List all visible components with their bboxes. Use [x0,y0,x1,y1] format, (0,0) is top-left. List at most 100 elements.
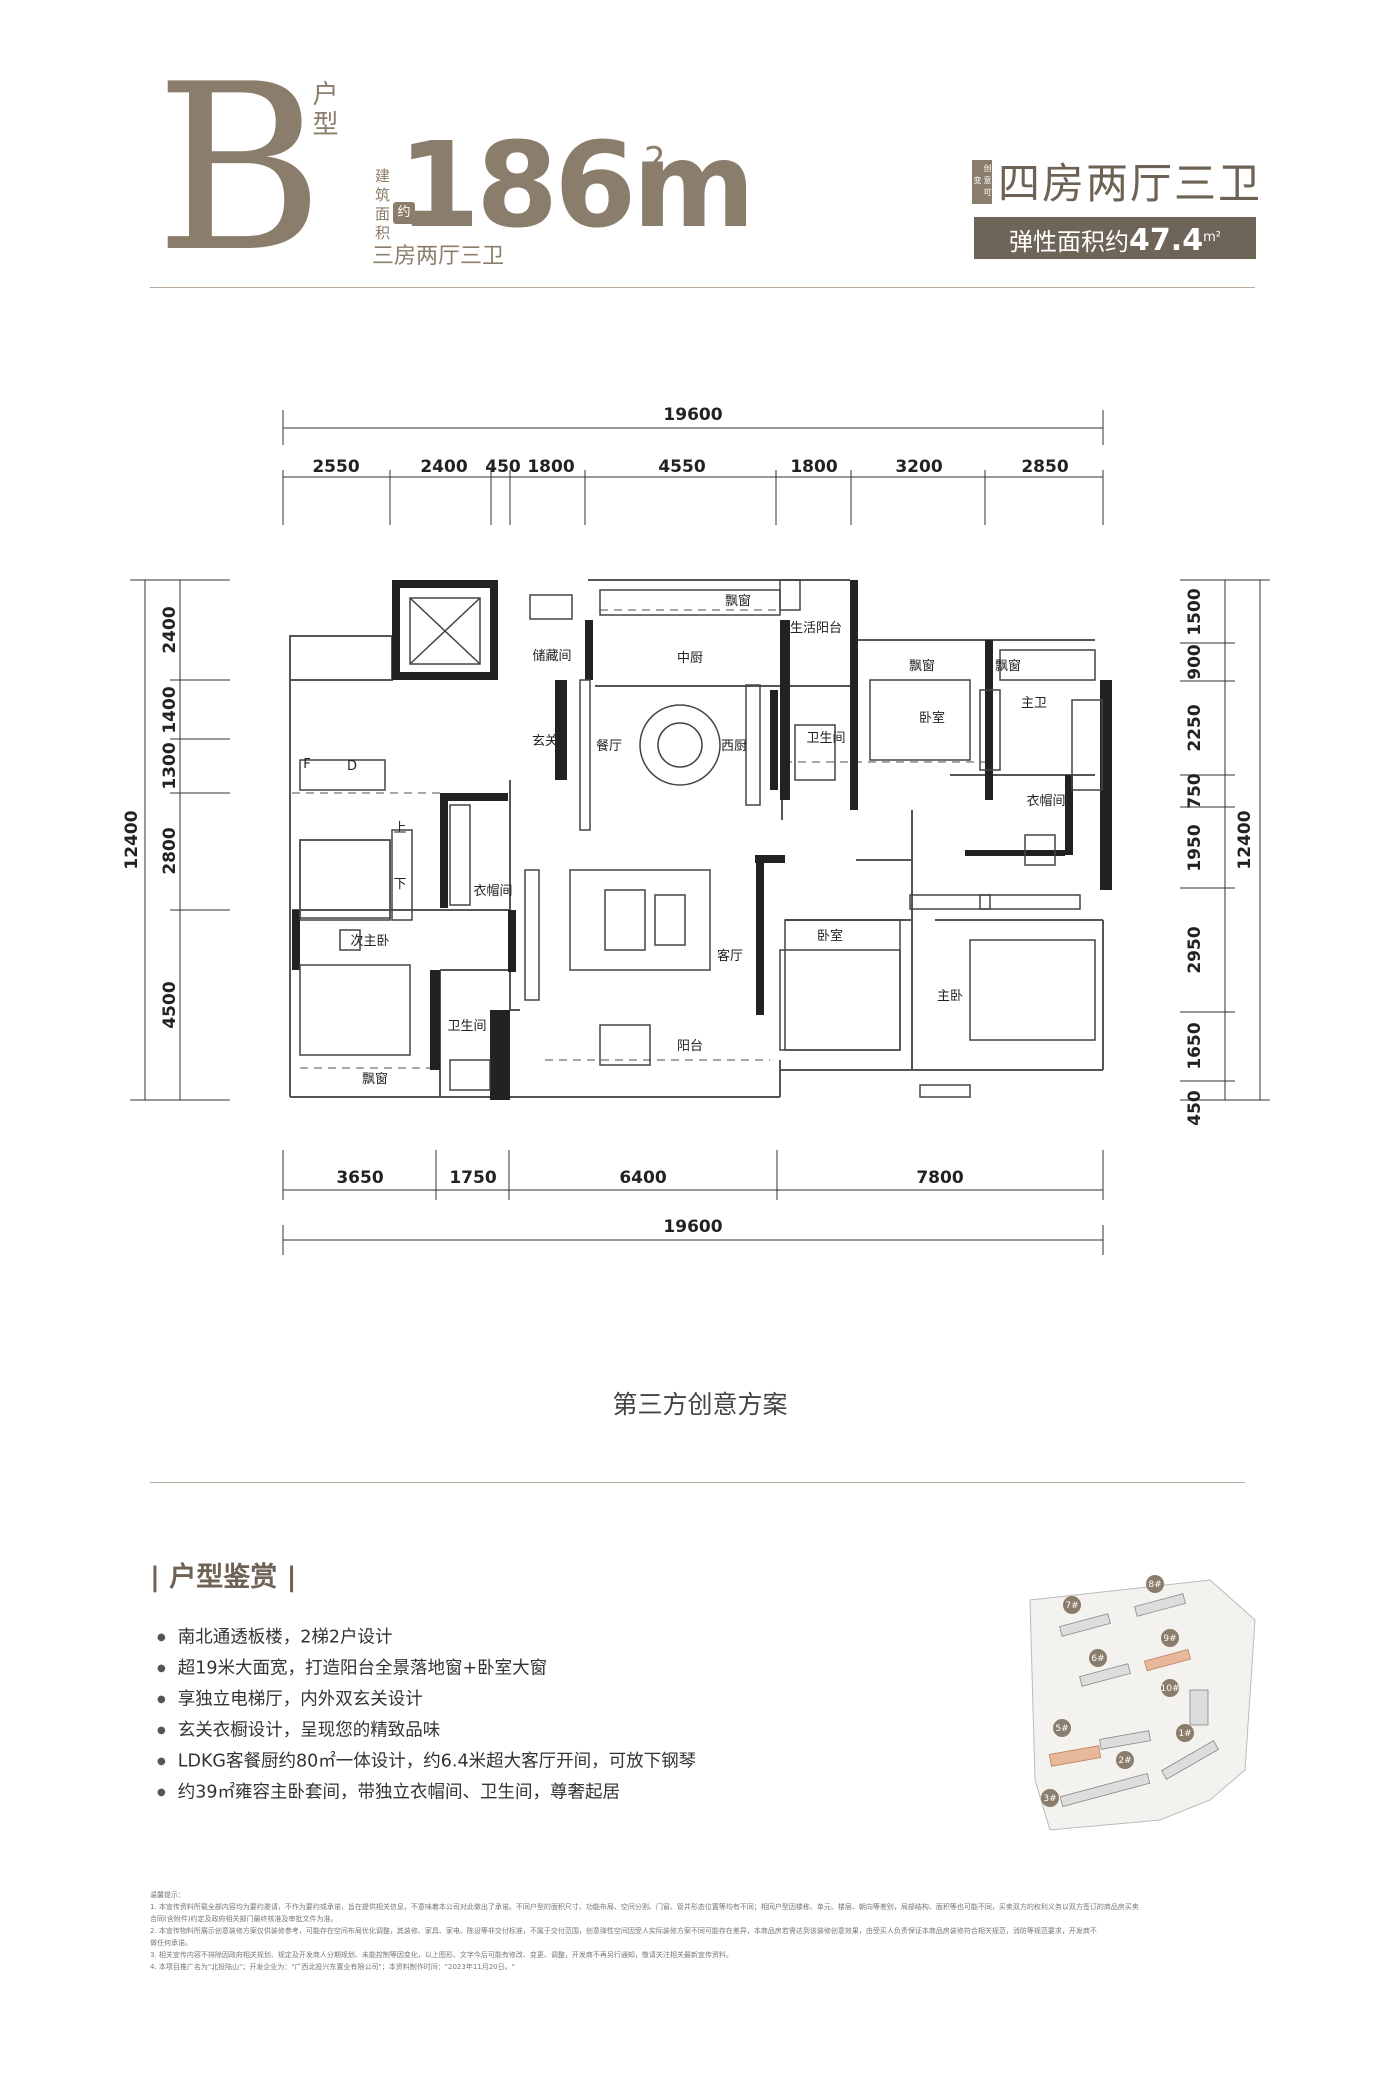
building-label: 8# [1148,1580,1161,1590]
building-label: 5# [1055,1724,1068,1734]
bottom-dim-3: 6400 [619,1168,666,1188]
right-dim-1: 1500 [1185,588,1205,635]
left-dim-5: 4500 [160,981,180,1028]
elastic-area-box: 弹性面积约47.4m² [974,217,1256,259]
top-dim-8: 2850 [1021,457,1068,477]
right-dim-6: 2950 [1185,926,1205,973]
room-bedroom-1: 卧室 [919,710,945,726]
features-title: | 户型鉴赏 | [150,1562,297,1593]
thick-walls [292,580,1112,1100]
room-bay-window-3: 飘窗 [995,658,1021,674]
room-bathroom-2: 卫生间 [447,1019,486,1034]
room-master-bath: 主卫 [1021,696,1047,711]
top-dim-7: 3200 [895,457,942,477]
lift-d-label: D [347,759,357,774]
top-dim-2: 2400 [420,457,467,477]
feature-item: 玄关衣橱设计，呈现您的精致品味 [157,1715,696,1746]
elastic-unit: m² [1203,230,1221,245]
room-cloakroom: 衣帽间 [473,883,512,899]
converted-layout-title: 四房两厅三卫 [998,159,1263,208]
feature-item: 超19米大面宽，打造阳台全景落地窗+卧室大窗 [157,1653,696,1684]
left-dim-4: 2800 [160,827,180,874]
building-label: 7# [1065,1601,1078,1611]
stair-up-label: 上 [393,821,406,836]
disclaimer-line: 3. 相关宣传内容不排除因政府相关规划、规定及开发商人分期规划、未能控制等因变化… [150,1951,733,1959]
room-labels: 储藏间 飘窗 中厨 生活阳台 玄关 餐厅 西厨 卫生间 飘窗 卧室 飘窗 主卫 … [303,593,1065,1087]
right-dim-4: 750 [1185,773,1205,809]
disclaimer-line: 1. 本宣传资料所载全部内容均为要约邀请，不作为要约或承诺，旨在提供相关信息，不… [150,1903,1139,1911]
feature-item: 约39㎡雍容主卧套间，带独立衣帽间、卫生间，尊奢起居 [157,1777,696,1808]
left-total-dim: 12400 [122,810,142,869]
disclaimer: 温馨提示： 1. 本宣传资料所载全部内容均为要约邀请，不作为要约或承诺，旨在提供… [150,1889,1250,1973]
right-dim-7: 1650 [1185,1022,1205,1069]
elastic-label: 弹性面积约 [1009,228,1130,256]
left-dim-2: 1400 [160,686,180,733]
left-dim-1: 2400 [160,606,180,653]
bottom-total-dim: 19600 [663,1217,722,1237]
top-dim-6: 1800 [790,457,837,477]
right-total-dim: 12400 [1235,810,1255,869]
room-entrance: 玄关 [532,734,558,749]
room-western-kitchen: 西厨 [721,739,747,754]
bottom-dim-1: 3650 [336,1168,383,1188]
room-bay-window-4: 飘窗 [362,1071,388,1087]
bottom-dim-2: 1750 [449,1168,496,1188]
original-layout: 三房两厅三卫 [372,244,505,269]
room-walk-in-closet: 衣帽间 [1026,793,1065,809]
disclaimer-line: 温馨提示： [150,1891,185,1899]
site-plan-map: 7# 8# 6# 9# 10# 5# 2# 1# 3# [1029,1575,1256,1831]
feature-item: 享独立电梯厅，内外双玄关设计 [157,1684,696,1715]
area-value: 186m [398,116,755,254]
disclaimer-line: 4. 本项目推广名为"北投陆山"；开发企业为："广西北投兴东置业有限公司"；本资… [150,1963,515,1971]
room-bedroom-2: 卧室 [817,928,843,944]
room-bay-window-1: 飘窗 [725,593,751,609]
room-bathroom-1: 卫生间 [806,731,845,746]
room-living: 客厅 [717,948,743,964]
building-label: 6# [1091,1654,1104,1664]
top-dim-1: 2550 [312,457,359,477]
building-label: 1# [1178,1729,1191,1739]
right-dim-2: 900 [1185,644,1205,680]
fire-lift-label: F [303,757,310,772]
unit-type-label: 户型 [308,80,338,140]
room-dining: 餐厅 [596,738,622,754]
unit-type-letter: B [155,36,325,303]
header-divider [150,287,1255,288]
top-total-dim: 19600 [663,405,722,425]
top-dim-4: 1800 [527,457,574,477]
approx-badge: 约 [393,202,415,224]
area-superscript: 2 [644,140,666,180]
area-label: 建筑面积 [373,168,391,244]
left-dim-3: 1300 [160,742,180,789]
room-bay-window-2: 飘窗 [909,658,935,674]
dimension-labels: 19600 2550 2400 450 1800 4550 1800 3200 … [122,405,1255,1237]
right-dim-5: 1950 [1185,824,1205,871]
elastic-value: 47.4 [1129,223,1204,258]
room-middle-kitchen: 中厨 [677,651,703,666]
dimension-lines [130,410,1270,1255]
room-storage: 储藏间 [532,649,571,664]
feature-item: 南北通透板楼，2梯2户设计 [157,1622,696,1653]
features-list: 南北通透板楼，2梯2户设计 超19米大面宽，打造阳台全景落地窗+卧室大窗 享独立… [157,1622,696,1808]
building-label: 9# [1163,1634,1176,1644]
disclaimer-line: 合同(含附件)约定及政府相关部门最终核准及审批文件为准。 [150,1915,338,1923]
room-service-balcony: 生活阳台 [790,621,842,636]
disclaimer-line: 2. 本宣传物料所展示创意装修方案仅供装修参考，可能存在空间布局优化调整，其装修… [150,1927,1097,1935]
room-master-bedroom: 主卧 [937,989,963,1004]
building-label: 10# [1161,1684,1180,1694]
dashed-lines [292,609,990,1069]
right-dim-3: 2250 [1185,704,1205,751]
stair-down-label: 下 [393,877,406,892]
plan-caption: 第三方创意方案 [612,1390,788,1419]
disclaimer-line: 做任何承诺。 [150,1939,192,1947]
room-balcony: 阳台 [677,1039,703,1054]
feature-item: LDKG客餐厨约80㎡一体设计，约6.4米超大客厅开间，可放下钢琴 [157,1746,696,1777]
room-second-master: 次主卧 [350,933,389,949]
caption-divider [150,1482,1245,1483]
floor-plan: 19600 2550 2400 450 1800 4550 1800 3200 … [122,405,1270,1255]
top-dim-3: 450 [485,457,521,477]
building-label: 3# [1043,1794,1056,1804]
top-dim-5: 4550 [658,457,705,477]
right-dim-8: 450 [1185,1090,1205,1126]
creative-badge: 创意可变 [972,160,992,204]
